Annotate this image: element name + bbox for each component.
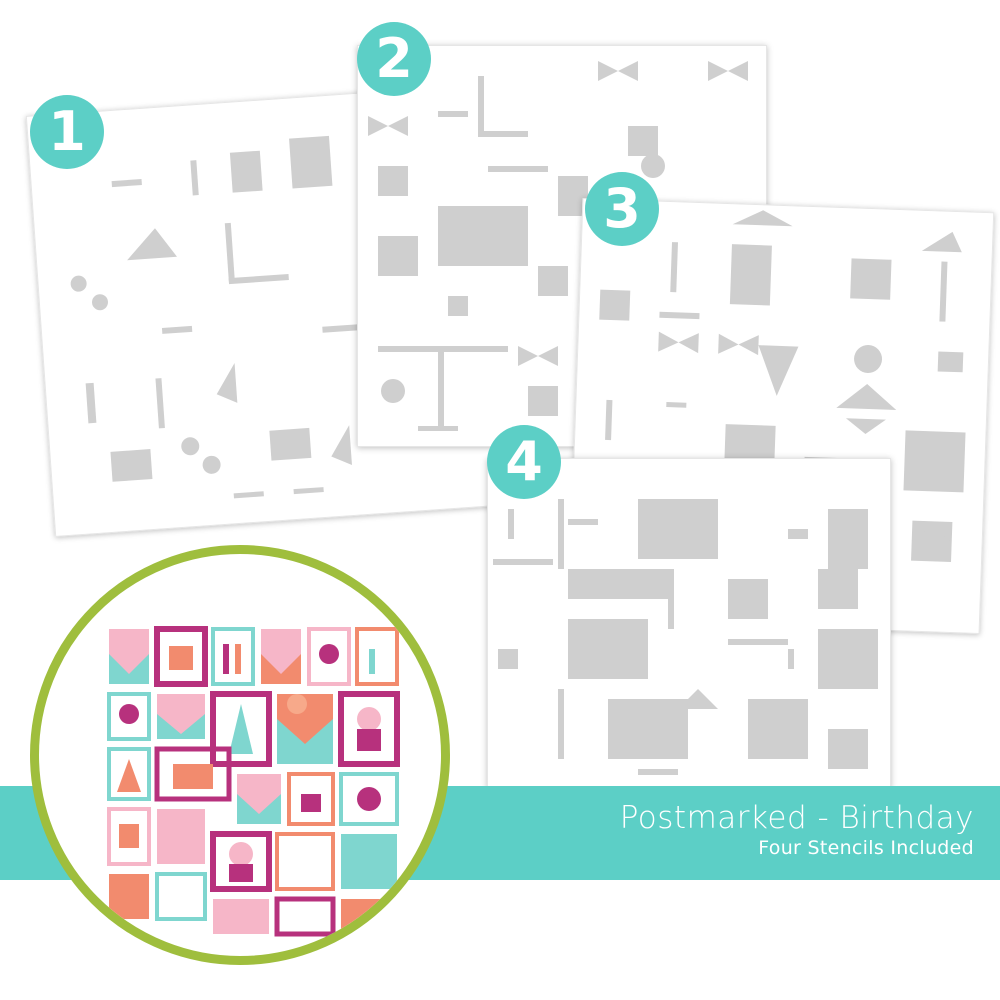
sample-circle [30,545,450,965]
badge-3: 3 [585,172,659,246]
badge-2: 2 [357,22,431,96]
stencil-sheet-icon [368,61,748,431]
stencil-sheet-4 [487,458,891,788]
title-block: Postmarked - Birthday Four Stencils Incl… [620,800,974,860]
birthday-stamp-pattern-icon [107,626,400,937]
product-title: Postmarked - Birthday [619,800,974,836]
stencil-sheet-3 [567,197,995,635]
badge-1: 1 [30,95,104,169]
product-subtitle: Four Stencils Included [758,837,974,859]
badge-4: 4 [487,425,561,499]
stencil-sheet-icon [493,499,878,775]
stencil-sheet-icon [599,210,966,563]
